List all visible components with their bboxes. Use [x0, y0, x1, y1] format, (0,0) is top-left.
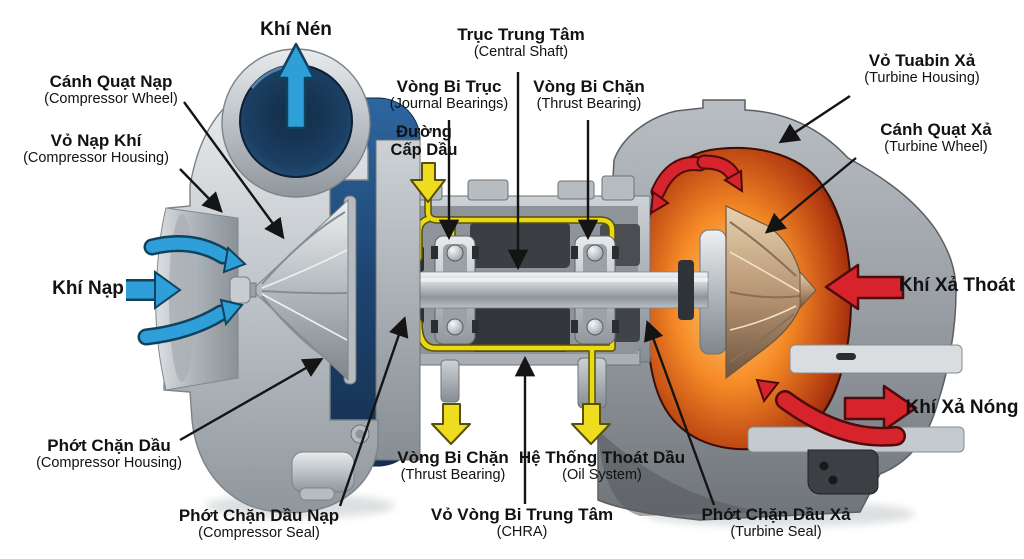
- turbine-swirl-arrows: [649, 154, 906, 447]
- oil-flow-arrows: [410, 162, 611, 445]
- label-compressor-housing: Vỏ Nạp Khí (Compressor Housing): [23, 131, 169, 167]
- label-thrust-bearing-top: Vòng Bi Chặn (Thrust Bearing): [533, 77, 645, 113]
- leader-compressor-wheel: [183, 101, 285, 240]
- leader-turbine-wheel: [764, 157, 857, 234]
- label-journal-bearings: Vòng Bi Trục (Journal Bearings): [389, 77, 509, 113]
- compressor-wheel-shape: [229, 195, 357, 385]
- label-turbine-wheel: Cánh Quạt Xả (Turbine Wheel): [880, 120, 992, 156]
- compressor-backplate: [375, 139, 421, 461]
- label-compressor-wheel: Cánh Quạt Nạp (Compressor Wheel): [44, 72, 178, 108]
- label-thrust-bearing-bottom: Vòng Bi Chặn (Thrust Bearing): [397, 448, 509, 484]
- leader-turbine-seal: [644, 320, 716, 506]
- label-turbine-seal: Phớt Chặn Dầu Xả (Turbine Seal): [701, 505, 851, 541]
- label-central-shaft: Trục Trung Tâm (Central Shaft): [457, 25, 585, 61]
- leader-turbine-housing: [778, 94, 851, 144]
- label-oil-seal: Phớt Chặn Dầu (Compressor Housing): [36, 436, 182, 472]
- label-chra: Vỏ Vòng Bi Trung Tâm (CHRA): [430, 505, 614, 541]
- label-oil-supply: Đường Cấp Dầu: [390, 123, 458, 160]
- label-exhaust-out: Khí Xả Thoát: [898, 275, 1016, 296]
- leader-lines: [179, 72, 857, 507]
- label-hot-exhaust: Khí Xả Nóng: [905, 397, 1019, 418]
- leader-oil-seal: [179, 357, 324, 442]
- label-turbine-housing: Vỏ Tuabin Xả (Turbine Housing): [864, 51, 980, 87]
- label-oil-system: Hệ Thống Thoát Dầu (Oil System): [518, 448, 686, 484]
- intake-air-arrows: [126, 235, 247, 346]
- turbine-wheel-shape: [699, 205, 817, 380]
- compressed-air-arrow: [276, 42, 316, 130]
- leader-compressor-housing: [179, 168, 223, 213]
- label-compressed-air: Khí Nén: [260, 19, 332, 40]
- bearing-balls: [431, 244, 619, 336]
- leader-compressor-seal: [338, 316, 409, 507]
- label-intake-air: Khí Nạp: [52, 278, 124, 299]
- label-compressor-seal: Phớt Chặn Dầu Nạp (Compressor Seal): [178, 506, 340, 542]
- exhaust-out-arrow: [824, 263, 905, 311]
